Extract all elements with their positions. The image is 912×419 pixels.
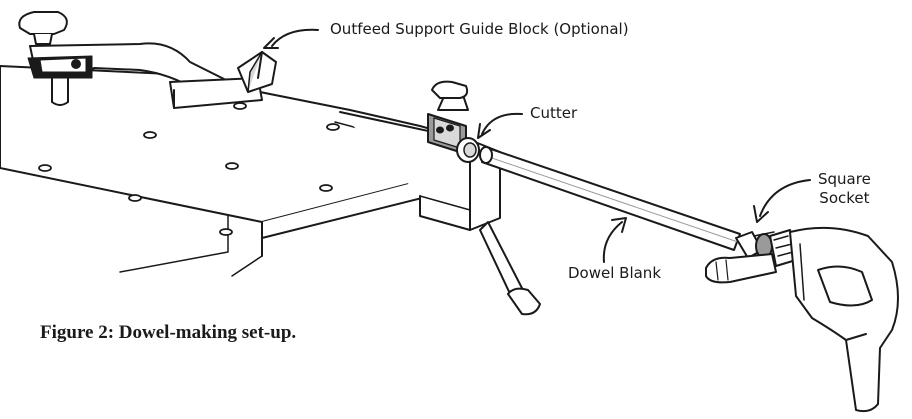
callout-outfeed-support-guide-block: Outfeed Support Guide Block (Optional) <box>330 20 629 38</box>
table-holes <box>38 102 340 236</box>
outfeed-support-guide-block <box>237 51 277 93</box>
electric-drill <box>705 226 899 413</box>
callout-square-socket: Square Socket <box>818 170 871 207</box>
cutter-assembly <box>427 80 541 316</box>
callout-dowel-blank: Dowel Blank <box>568 264 662 282</box>
dowel-blank <box>479 146 741 251</box>
hold-down-clamp <box>18 11 263 109</box>
callout-cutter: Cutter <box>530 104 578 122</box>
figure-caption: Figure 2: Dowel-making set-up. <box>40 322 297 343</box>
router-table <box>0 65 501 277</box>
leader-arrows <box>263 28 811 263</box>
